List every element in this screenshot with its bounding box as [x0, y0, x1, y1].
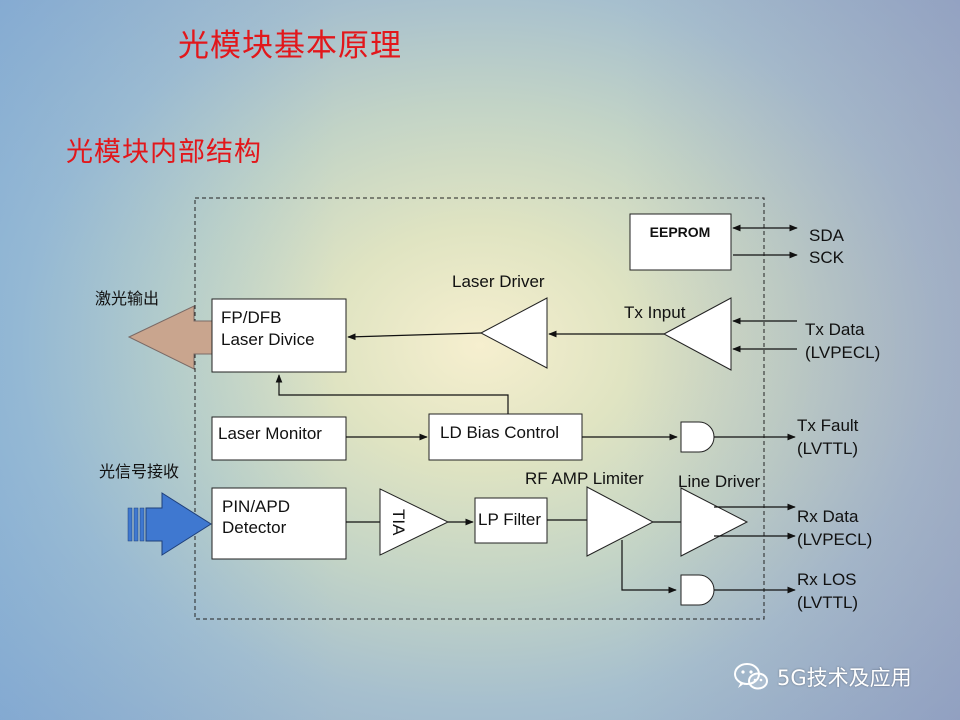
lp-filter-label: LP Filter	[478, 510, 541, 529]
optical-input-arrow	[127, 492, 212, 556]
module-boundary	[194, 197, 765, 620]
sda-label: SDA	[809, 226, 845, 245]
limiter-to-los-gate-line	[621, 540, 677, 594]
tx-input-amplifier	[662, 297, 732, 371]
laser-driver-to-laser-line	[347, 332, 482, 341]
laser-device-label-line2: Laser Divice	[221, 330, 315, 349]
rx-data-label-line2: (LVPECL)	[797, 530, 872, 549]
rf-amp-limiter	[586, 486, 655, 557]
eeprom-block: EEPROM	[629, 213, 732, 271]
pin-apd-label-line2: Detector	[222, 518, 287, 537]
tx-input-label: Tx Input	[624, 303, 686, 322]
tia-amplifier	[379, 488, 450, 556]
wechat-icon	[734, 663, 768, 690]
tx-fault-label-line1: Tx Fault	[797, 416, 859, 435]
laser-device-block: FP/DFB Laser Divice	[211, 298, 347, 373]
eeprom-label: EEPROM	[650, 224, 711, 240]
page-title: 光模块基本原理	[178, 28, 402, 64]
laser-output-label: 激光输出	[95, 289, 159, 308]
rx-los-label-line2: (LVTTL)	[797, 593, 858, 612]
tx-data-label-line2: (LVPECL)	[805, 343, 880, 362]
laser-driver-label: Laser Driver	[452, 272, 545, 291]
laser-device-label-line1: FP/DFB	[221, 308, 281, 327]
pin-apd-label-line1: PIN/APD	[222, 497, 290, 516]
tx-data-label-line1: Tx Data	[805, 320, 865, 339]
tia-label: TIA	[389, 509, 408, 536]
rx-data-label-line1: Rx Data	[797, 507, 859, 526]
bias-to-laser-line	[275, 374, 509, 414]
rx-los-gate	[680, 574, 715, 606]
tx-fault-gate	[680, 421, 715, 453]
watermark-text: 5G技术及应用	[777, 666, 912, 690]
tx-fault-label-line2: (LVTTL)	[797, 439, 858, 458]
line-driver-label: Line Driver	[678, 472, 761, 491]
page-subtitle: 光模块内部结构	[66, 137, 262, 168]
rf-amp-limiter-label: RF AMP Limiter	[525, 469, 644, 488]
sck-label: SCK	[809, 248, 845, 267]
ld-bias-control-block: LD Bias Control	[428, 413, 583, 461]
laser-monitor-block: Laser Monitor	[211, 416, 347, 461]
laser-output-arrow	[127, 305, 213, 370]
laser-driver-amplifier	[479, 297, 548, 369]
line-driver-amplifier	[680, 487, 749, 557]
pin-apd-detector-block: PIN/APD Detector	[211, 487, 347, 560]
ld-bias-control-label: LD Bias Control	[440, 423, 559, 442]
lp-filter-block: LP Filter	[474, 497, 548, 544]
watermark: 5G技术及应用	[733, 658, 912, 696]
rx-los-label-line1: Rx LOS	[797, 570, 857, 589]
optical-input-label: 光信号接收	[99, 462, 179, 481]
laser-monitor-label: Laser Monitor	[218, 424, 322, 443]
